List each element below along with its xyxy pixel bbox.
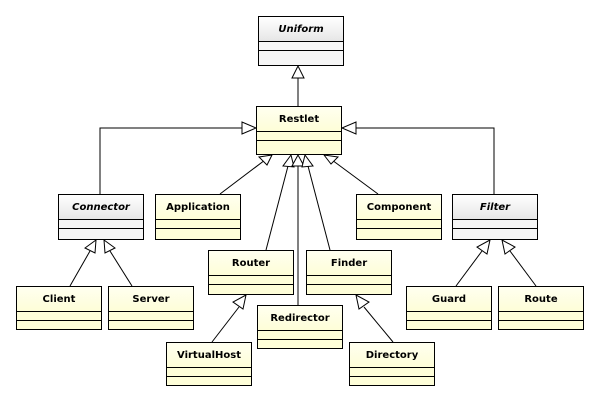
operations-compartment (350, 377, 434, 385)
attributes-compartment (258, 331, 342, 340)
arrowhead-restlet-left (241, 121, 258, 135)
operations-compartment (258, 340, 342, 348)
operations-compartment (307, 285, 391, 293)
attributes-compartment (109, 312, 193, 321)
edge-directory-finder (363, 306, 394, 343)
class-server[interactable]: Server (108, 286, 194, 330)
arrowhead-restlet-router (282, 153, 295, 168)
edge-application-restlet (219, 159, 266, 195)
arrowhead-uniform (291, 64, 305, 79)
arrowhead-connector-right (103, 238, 116, 254)
edge-virtualhost-router (211, 306, 240, 343)
attributes-compartment (350, 368, 434, 377)
class-name: Filter (453, 195, 537, 220)
arrowhead-restlet-finder (301, 153, 314, 168)
attributes-compartment (453, 220, 537, 229)
operations-compartment (357, 229, 441, 237)
arrowhead-router (232, 294, 247, 310)
operations-compartment (259, 51, 343, 59)
class-component[interactable]: Component (356, 194, 442, 240)
edge-guard-filter (455, 250, 483, 287)
attributes-compartment (307, 276, 391, 285)
class-application[interactable]: Application (155, 194, 241, 240)
operations-compartment (17, 321, 101, 329)
attributes-compartment (59, 220, 143, 229)
class-uniform[interactable]: Uniform (258, 16, 344, 66)
operations-compartment (156, 229, 240, 237)
attributes-compartment (357, 220, 441, 229)
edge-connector-restlet (99, 127, 242, 194)
operations-compartment (257, 141, 341, 149)
class-name: VirtualHost (167, 343, 251, 368)
class-name: Application (156, 195, 240, 220)
attributes-compartment (209, 276, 293, 285)
class-name: Guard (407, 287, 491, 312)
class-name: Uniform (259, 17, 343, 42)
class-virtualhost[interactable]: VirtualHost (166, 342, 252, 386)
class-router[interactable]: Router (208, 250, 294, 295)
class-name: Redirector (258, 306, 342, 331)
class-name: Restlet (257, 107, 341, 132)
attributes-compartment (17, 312, 101, 321)
attributes-compartment (259, 42, 343, 51)
attributes-compartment (257, 132, 341, 141)
class-finder[interactable]: Finder (306, 250, 392, 295)
class-guard[interactable]: Guard (406, 286, 492, 330)
class-route[interactable]: Route (498, 286, 584, 330)
arrowhead-filter-left (476, 239, 491, 255)
arrowhead-restlet-right (340, 121, 357, 135)
attributes-compartment (499, 312, 583, 321)
attributes-compartment (156, 220, 240, 229)
class-directory[interactable]: Directory (349, 342, 435, 386)
arrowhead-restlet-redirector (291, 153, 305, 167)
attributes-compartment (407, 312, 491, 321)
edge-finder-restlet (307, 165, 331, 251)
arrowhead-restlet-component (322, 154, 340, 165)
edge-component-restlet (331, 159, 379, 195)
arrowhead-connector-left (84, 238, 97, 254)
class-restlet[interactable]: Restlet (256, 106, 342, 155)
edge-filter-restlet (356, 127, 495, 194)
class-name: Route (499, 287, 583, 312)
class-redirector[interactable]: Redirector (257, 305, 343, 349)
class-name: Finder (307, 251, 391, 276)
operations-compartment (407, 321, 491, 329)
edge-client-connector (69, 250, 91, 287)
class-filter[interactable]: Filter (452, 194, 538, 240)
edge-router-restlet (265, 165, 289, 251)
class-name: Directory (350, 343, 434, 368)
class-name: Component (357, 195, 441, 220)
operations-compartment (59, 229, 143, 237)
class-name: Router (209, 251, 293, 276)
operations-compartment (453, 229, 537, 237)
arrowhead-finder (355, 294, 370, 310)
class-name: Connector (59, 195, 143, 220)
operations-compartment (499, 321, 583, 329)
arrowhead-filter-right (501, 239, 516, 255)
arrowhead-restlet-application (257, 154, 273, 166)
edge-server-connector (109, 250, 133, 287)
operations-compartment (167, 377, 251, 385)
class-name: Client (17, 287, 101, 312)
operations-compartment (209, 285, 293, 293)
attributes-compartment (167, 368, 251, 377)
class-client[interactable]: Client (16, 286, 102, 330)
class-name: Server (109, 287, 193, 312)
operations-compartment (109, 321, 193, 329)
class-connector[interactable]: Connector (58, 194, 144, 240)
edge-route-filter (509, 250, 537, 287)
